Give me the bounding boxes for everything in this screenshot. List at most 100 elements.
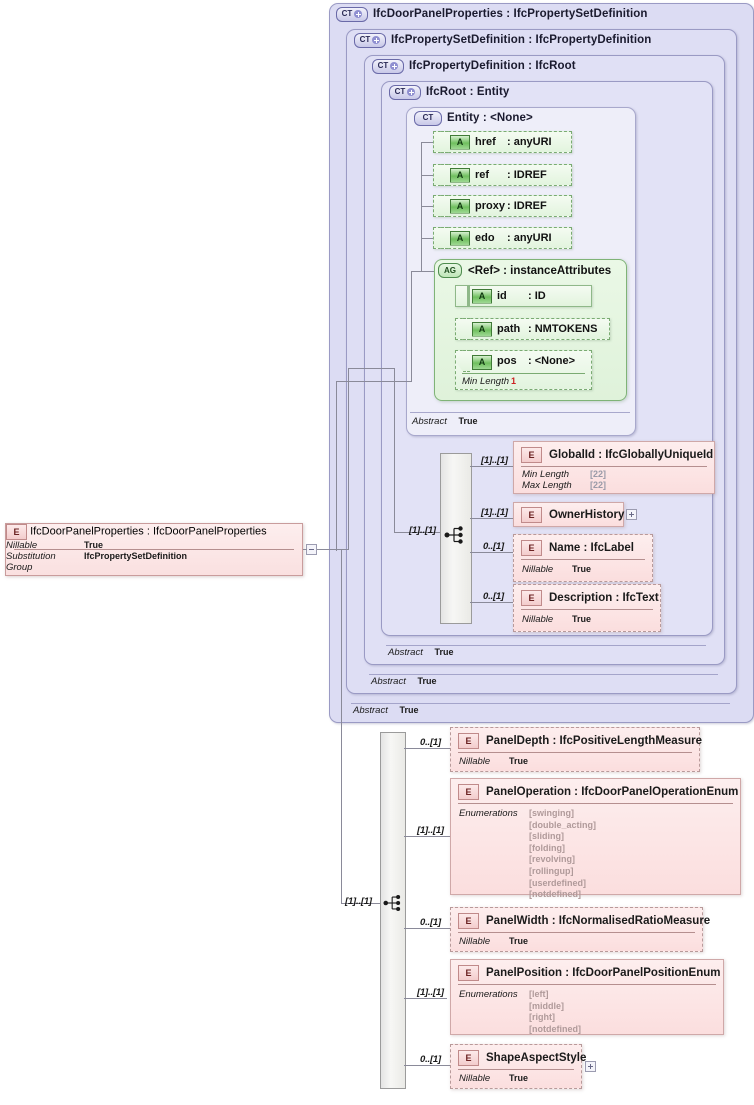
attribute-name: proxy [475, 200, 505, 212]
connector-line [394, 532, 420, 533]
element-node-ownerhistory[interactable]: E OwnerHistory [513, 502, 624, 527]
element-icon: E [458, 913, 479, 929]
complextype-expand-icon[interactable]: CT [389, 84, 421, 100]
element-properties: Enumerations [left] [middle] [right] [no… [459, 989, 718, 1035]
element-node-paneldepth[interactable]: E PanelDepth : IfcPositiveLengthMeasure … [450, 727, 702, 772]
element-header: E ShapeAspectStyle [458, 1050, 586, 1066]
minus-toggle[interactable] [306, 544, 317, 555]
property-key: Substitution Group [6, 551, 56, 573]
connector-line [470, 552, 513, 553]
property-row: Nillable True [6, 540, 302, 551]
cardinality-panelwidth: 0..[1] [420, 917, 441, 928]
abstract-value: True [458, 416, 478, 426]
cardinality-shapeaspectstyle: 0..[1] [420, 1054, 441, 1065]
attribute-prop-key: Min Length [462, 376, 510, 387]
element-rule [521, 559, 645, 560]
connector-line [303, 549, 307, 550]
element-node-paneloperation[interactable]: E PanelOperation : IfcDoorPanelOperation… [450, 778, 741, 899]
attribute-node-ref[interactable]: A ref : IDREF [433, 164, 572, 186]
attribute-notch [433, 164, 448, 186]
complextype-expand-icon[interactable]: CT [336, 6, 368, 22]
complextype-header-ifcroot[interactable]: CT IfcRoot : Entity [385, 83, 509, 101]
element-title: PanelDepth : IfcPositiveLengthMeasure [486, 735, 702, 747]
element-properties: Nillable True [459, 756, 694, 767]
sequence-bar-panels[interactable] [380, 732, 406, 1089]
enumerations-list: [left] [middle] [right] [notdefined] [529, 989, 581, 1035]
element-header: E Name : IfcLabel [521, 540, 634, 556]
complextype-header-ifcpropertysetdefinition[interactable]: CT IfcPropertySetDefinition : IfcPropert… [350, 31, 651, 49]
abstract-label: Abstract [388, 647, 423, 658]
property-row: Substitution Group IfcPropertySetDefinit… [6, 551, 302, 573]
complextype-expand-icon[interactable]: CT [372, 58, 404, 74]
connector-line [404, 928, 453, 929]
abstract-footer-ifcroot: Abstract True [388, 647, 454, 658]
attribute-icon: A [450, 230, 470, 246]
element-header: E PanelPosition : IfcDoorPanelPositionEn… [458, 965, 721, 981]
property-key: Max Length [522, 480, 572, 491]
element-node-shapeaspectstyle[interactable]: E ShapeAspectStyle Nillable True [450, 1044, 586, 1089]
connector-line [404, 748, 453, 749]
property-key: Nillable [459, 756, 491, 767]
element-node-description[interactable]: E Description : IfcText Nillable True [513, 584, 661, 632]
property-value: True [84, 540, 104, 550]
element-node-panelwidth[interactable]: E PanelWidth : IfcNormalisedRatioMeasure… [450, 907, 710, 952]
element-node-name[interactable]: E Name : IfcLabel Nillable True [513, 534, 653, 582]
complextype-expand-icon[interactable]: CT [354, 32, 386, 48]
element-header: E Description : IfcText [521, 590, 659, 606]
cardinality-ownerhistory: [1]..[1] [481, 507, 508, 518]
abstract-value: True [399, 705, 419, 715]
attribute-node-href[interactable]: A href : anyURI [433, 131, 572, 153]
abstract-footer-ifcpropertydefinition: Abstract True [371, 676, 437, 687]
connector-line [421, 238, 433, 239]
property-value: True [509, 936, 529, 946]
complextype-header-entity[interactable]: CT Entity : <None> [410, 109, 533, 127]
sequence-glyph [383, 895, 401, 911]
attributegroup-header-ref[interactable]: AG <Ref> : instanceAttributes [438, 263, 611, 278]
attribute-node-proxy[interactable]: A proxy : IDREF [433, 195, 572, 217]
plus-toggle[interactable] [585, 1061, 596, 1072]
abstract-label: Abstract [353, 705, 388, 716]
element-title: PanelPosition : IfcDoorPanelPositionEnum [486, 967, 721, 979]
root-element-properties: Nillable True Substitution Group IfcProp… [6, 540, 302, 573]
attribute-name: id [497, 290, 507, 302]
connector-line [411, 271, 412, 381]
complextype-header-ifcdoorpanelproperties[interactable]: CT IfcDoorPanelProperties : IfcPropertyS… [332, 5, 648, 23]
enumerations-list: [swinging] [double_acting] [sliding] [fo… [529, 808, 596, 901]
connector-line [470, 518, 513, 519]
connector-line [470, 466, 513, 467]
complextype-header-ifcpropertydefinition[interactable]: CT IfcPropertyDefinition : IfcRoot [368, 57, 576, 75]
element-header: E PanelWidth : IfcNormalisedRatioMeasure [458, 913, 710, 929]
element-properties: Nillable True [522, 614, 655, 625]
element-properties: Enumerations [swinging] [double_acting] … [459, 808, 735, 901]
attribute-node-path[interactable]: A path : NMTOKENS [455, 318, 610, 340]
abstract-rule [386, 645, 706, 646]
cardinality-name: 0..[1] [483, 541, 504, 552]
element-title: Description : IfcText [549, 592, 659, 604]
element-properties: Min Length [22] Max Length [22] [522, 469, 709, 491]
complextype-title: IfcDoorPanelProperties : IfcPropertySetD… [373, 8, 648, 20]
element-rule [458, 984, 716, 985]
attribute-node-id[interactable]: A id : ID [455, 285, 592, 307]
connector-line [394, 368, 395, 532]
property-row: Nillable True [522, 614, 655, 625]
attribute-type: : anyURI [507, 232, 552, 244]
plus-toggle[interactable] [626, 509, 637, 520]
element-icon: E [458, 965, 479, 981]
enumeration-item: [rollingup] [529, 865, 574, 876]
enumeration-item: [notdefined] [529, 1023, 581, 1034]
attribute-node-pos[interactable]: A pos : <None> Min Length 1 [455, 350, 592, 390]
element-node-panelposition[interactable]: E PanelPosition : IfcDoorPanelPositionEn… [450, 959, 724, 1035]
enumerations-label: Enumerations [459, 808, 518, 819]
cardinality-root-sequence: [1]..[1] [409, 525, 436, 536]
complextype-title: IfcPropertySetDefinition : IfcPropertyDe… [391, 34, 652, 46]
element-icon: E [521, 540, 542, 556]
sequence-bar-root[interactable] [440, 453, 472, 624]
property-row: Nillable True [522, 564, 647, 575]
connector-line [421, 175, 433, 176]
element-node-globalid[interactable]: E GlobalId : IfcGloballyUniqueId Min Len… [513, 441, 715, 494]
complextype-title: Entity : <None> [447, 112, 533, 124]
attribute-node-edo[interactable]: A edo : anyURI [433, 227, 572, 249]
attribute-prop-value: 1 [511, 376, 517, 386]
root-element-box[interactable]: E IfcDoorPanelProperties : IfcDoorPanelP… [5, 523, 303, 576]
enumeration-item: [revolving] [529, 854, 576, 865]
